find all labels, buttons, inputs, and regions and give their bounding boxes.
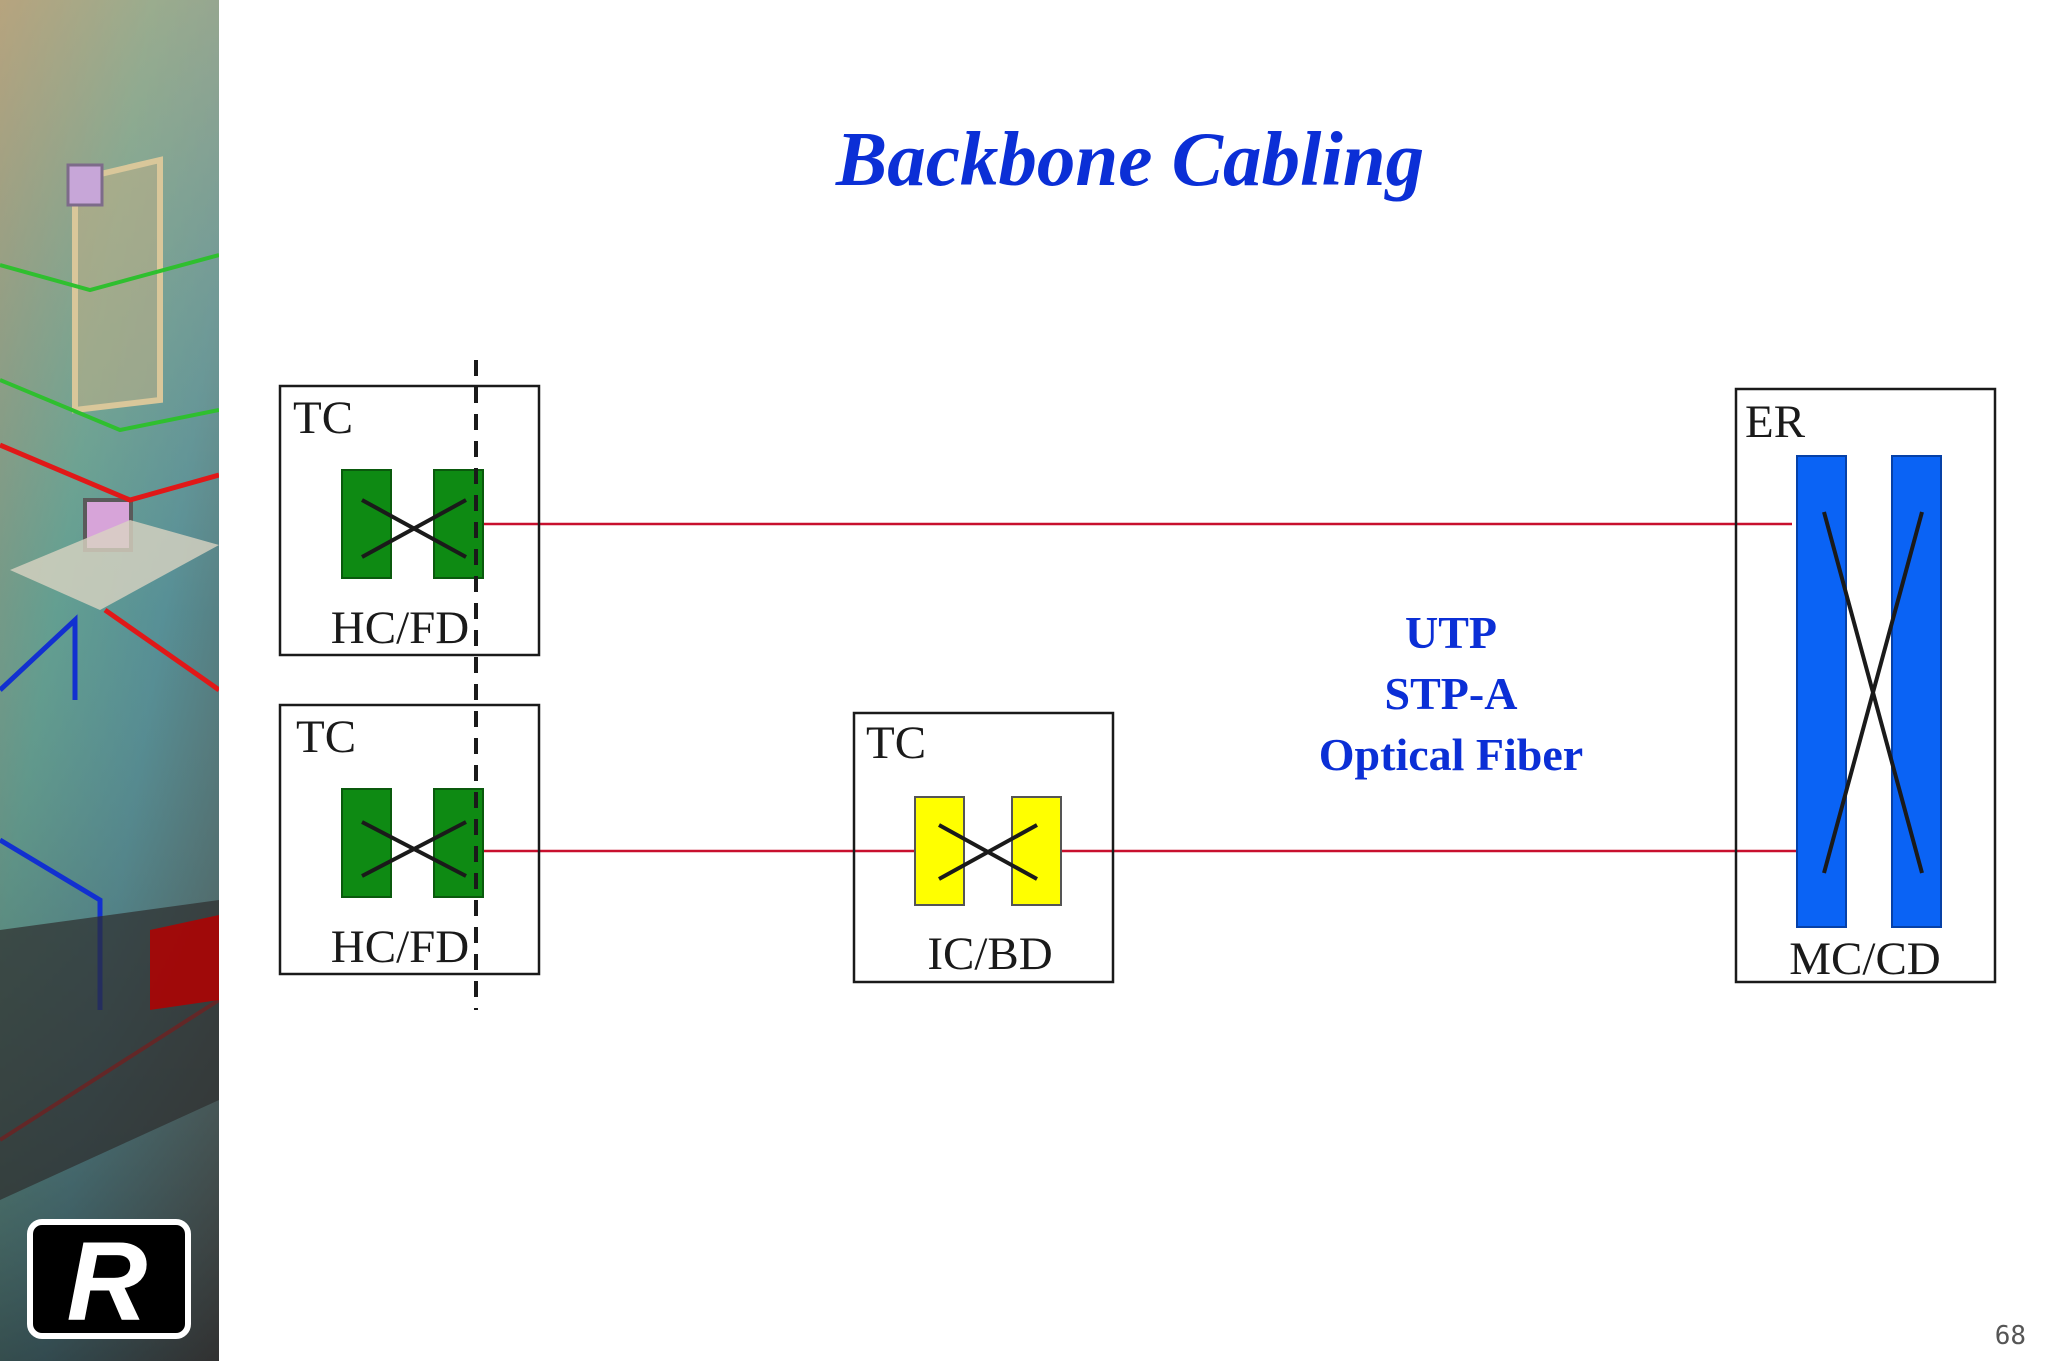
- patch-panel-right: [1011, 796, 1062, 906]
- media-label-optical-fiber: Optical Fiber: [1319, 729, 1583, 780]
- logo-frame: [27, 1219, 191, 1339]
- er-frame: [1734, 387, 1997, 984]
- green-cable: [0, 253, 219, 293]
- sidebar-illustration: R: [0, 0, 219, 1361]
- tc-frame: [278, 703, 541, 976]
- room-frame: [72, 156, 163, 414]
- device-label: HC/FD: [331, 921, 469, 973]
- red-cable: [0, 442, 219, 503]
- patch-panel-left: [341, 469, 392, 579]
- er-box: ER MC/CD: [1734, 387, 1997, 985]
- cross-connect-line: [361, 820, 467, 878]
- media-list: UTP STP-A Optical Fiber: [1319, 607, 1583, 780]
- room-label: TC: [866, 717, 926, 769]
- tc-frame: [852, 711, 1115, 984]
- red-equipment: [150, 915, 219, 1010]
- logo-text: R: [67, 1219, 148, 1344]
- red-cable-2: [103, 607, 219, 693]
- desk: [10, 520, 219, 610]
- media-label-utp: UTP: [1405, 607, 1497, 658]
- slide-title: Backbone Cabling: [835, 116, 1425, 202]
- cross-connect-line: [361, 498, 467, 559]
- green-cable-2: [0, 378, 219, 433]
- cross-connect-line: [1822, 511, 1924, 874]
- patch-panel-left: [1796, 455, 1847, 928]
- device-label: MC/CD: [1789, 933, 1941, 985]
- tc-box-middle: TC IC/BD: [852, 711, 1115, 984]
- monitor-top: [66, 163, 104, 207]
- logo: R: [27, 1219, 191, 1344]
- room-label: TC: [293, 392, 353, 444]
- device-label: HC/FD: [331, 602, 469, 654]
- patch-panel-left: [914, 796, 965, 906]
- blue-cable: [0, 614, 78, 700]
- slide-number: 68: [1994, 1321, 2026, 1351]
- device-label: IC/BD: [927, 928, 1052, 980]
- tc-frame: [278, 384, 541, 657]
- cross-connect-line: [938, 823, 1038, 881]
- room-label: ER: [1745, 396, 1806, 448]
- patch-panel-left: [341, 788, 392, 898]
- tc-box-top: TC HC/FD: [278, 384, 541, 657]
- room-label: TC: [296, 711, 356, 763]
- tc-box-bottom: TC HC/FD: [278, 703, 541, 976]
- media-label-stp-a: STP-A: [1385, 668, 1518, 719]
